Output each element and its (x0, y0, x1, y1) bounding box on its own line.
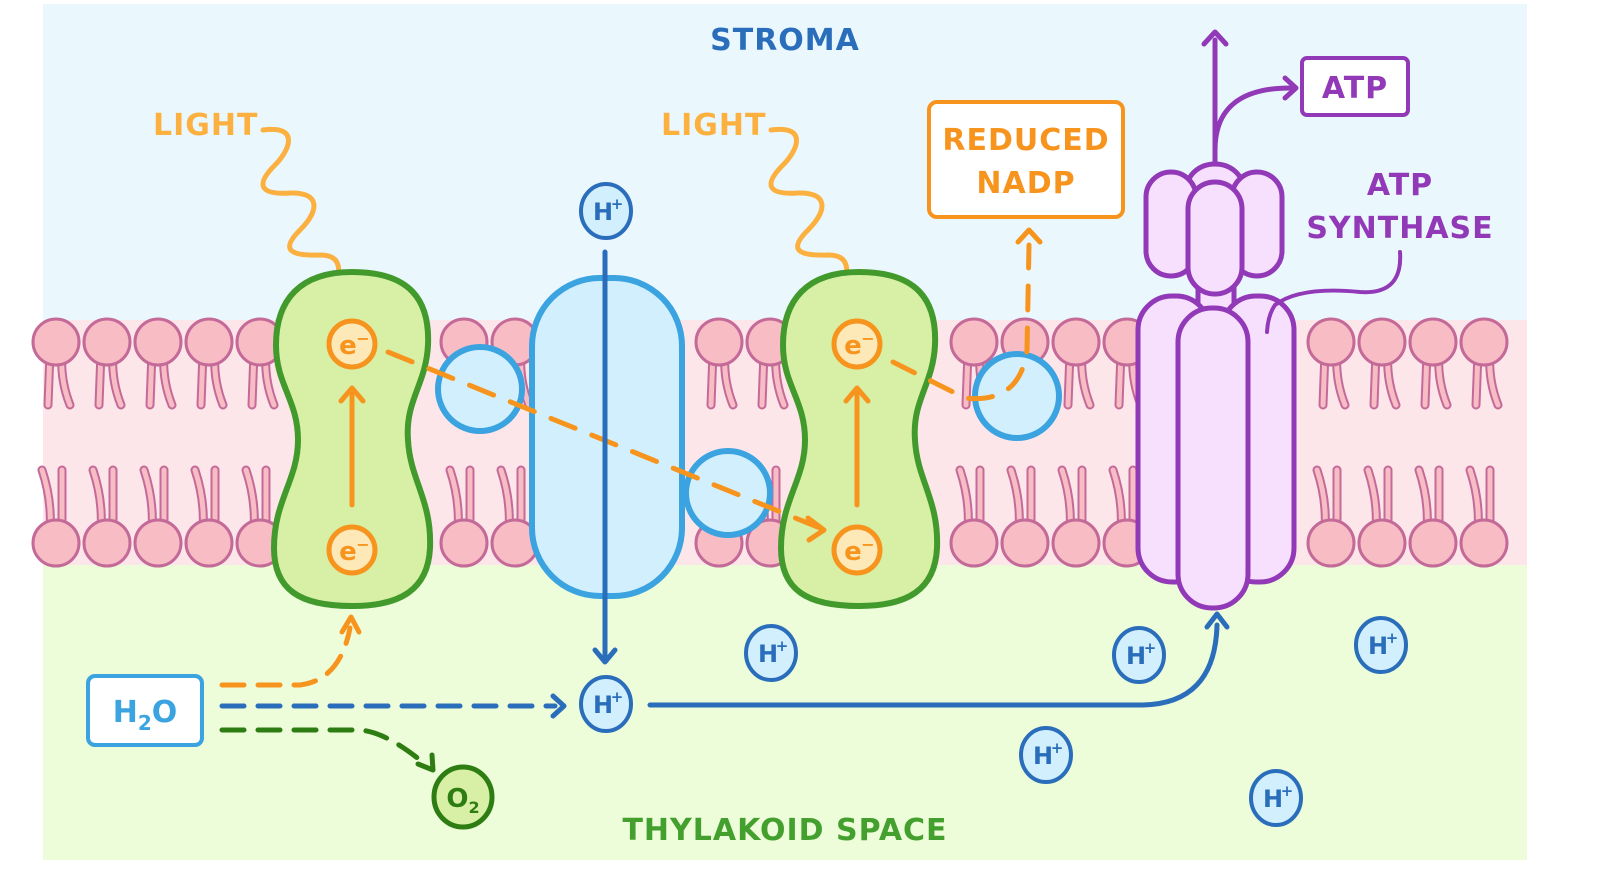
svg-text:−: − (861, 329, 874, 348)
electron-ps1-bottom: e − (831, 524, 883, 576)
phospholipid (1357, 317, 1407, 568)
protons: H+H+H+H+H+H+H+ (579, 182, 1408, 827)
reduced-nadp-label-line1: REDUCED (942, 123, 1109, 158)
proton-flow-arrowhead (1204, 611, 1230, 630)
phospholipid (235, 317, 285, 568)
light-wave-1 (260, 126, 342, 298)
svg-text:+: + (611, 688, 624, 706)
electron-transport-arrowhead (805, 515, 827, 543)
water-label: H2O (113, 695, 178, 735)
svg-text:H: H (1368, 632, 1388, 660)
proton: H+ (744, 624, 798, 682)
phospholipid (31, 317, 81, 568)
svg-text:H: H (593, 198, 613, 226)
svg-text:+: + (1051, 739, 1064, 757)
light-wave-2 (768, 126, 850, 298)
electron-ps2-top: e − (326, 318, 378, 370)
electron-to-nadp-arrowhead (1015, 227, 1043, 245)
stroma-label: STROMA (710, 23, 860, 58)
electron-carrier-ferredoxin (972, 351, 1062, 441)
water-oxygen-path (219, 727, 423, 763)
excitation-arrow-ps1 (843, 385, 871, 508)
svg-text:H: H (1126, 642, 1146, 670)
water-box (86, 674, 204, 747)
water-oxygen-arrowhead (415, 752, 436, 773)
svg-text:e: e (339, 537, 357, 567)
proton: H+ (1249, 769, 1303, 827)
proton-pump-arrowhead (592, 647, 618, 665)
atp-synthase-leader-line (1265, 250, 1403, 334)
thylakoid-space-label: THYLAKOID SPACE (622, 813, 947, 848)
phospholipid (82, 317, 132, 568)
electron-ps2-bottom: e − (326, 524, 378, 576)
proton: H+ (579, 182, 633, 240)
water-electron-arrowhead (339, 614, 362, 635)
reduced-nadp-label-line2: NADP (976, 166, 1075, 201)
phospholipid-bilayer (31, 317, 1509, 568)
atp-label: ATP (1322, 71, 1388, 106)
svg-text:+: + (1386, 629, 1399, 647)
phospholipid (133, 317, 183, 568)
proton: H+ (1019, 726, 1073, 784)
svg-text:H: H (1263, 785, 1283, 813)
proton: H+ (1112, 626, 1166, 684)
light-label-1: LIGHT (153, 108, 258, 143)
svg-text:H: H (758, 640, 778, 668)
svg-text:−: − (356, 535, 369, 554)
reduced-nadp-box (927, 100, 1125, 219)
electron-ps1-top: e − (831, 318, 883, 370)
atp-synthase-label-line1: ATP (1367, 168, 1433, 203)
light-label-2: LIGHT (661, 108, 766, 143)
oxygen-molecule: O2 (431, 764, 495, 830)
svg-text:+: + (1281, 782, 1294, 800)
water-electron-path (219, 625, 353, 688)
phospholipid (1459, 317, 1509, 568)
svg-text:e: e (844, 331, 862, 361)
phospholipid (184, 317, 234, 568)
proton: H+ (1354, 616, 1408, 674)
svg-text:e: e (844, 537, 862, 567)
phospholipid (1306, 317, 1356, 568)
svg-text:+: + (1144, 639, 1157, 657)
proton: H+ (579, 675, 633, 733)
svg-text:+: + (776, 637, 789, 655)
svg-text:−: − (861, 535, 874, 554)
svg-text:O2: O2 (446, 784, 479, 817)
svg-text:+: + (611, 195, 624, 213)
svg-text:e: e (339, 331, 357, 361)
svg-text:H: H (1033, 742, 1053, 770)
excitation-arrow-ps2 (338, 385, 366, 508)
svg-text:H: H (593, 691, 613, 719)
water-proton-arrowhead (550, 693, 567, 719)
atp-box (1300, 56, 1410, 117)
phospholipid (1051, 317, 1101, 568)
atp-synthase-label-line2: SYNTHASE (1306, 211, 1493, 246)
phospholipid (1408, 317, 1458, 568)
atp-synthase (1135, 29, 1299, 611)
svg-text:−: − (356, 329, 369, 348)
proton-flow-path (647, 622, 1220, 708)
electron-to-nadp-path (890, 242, 1032, 402)
